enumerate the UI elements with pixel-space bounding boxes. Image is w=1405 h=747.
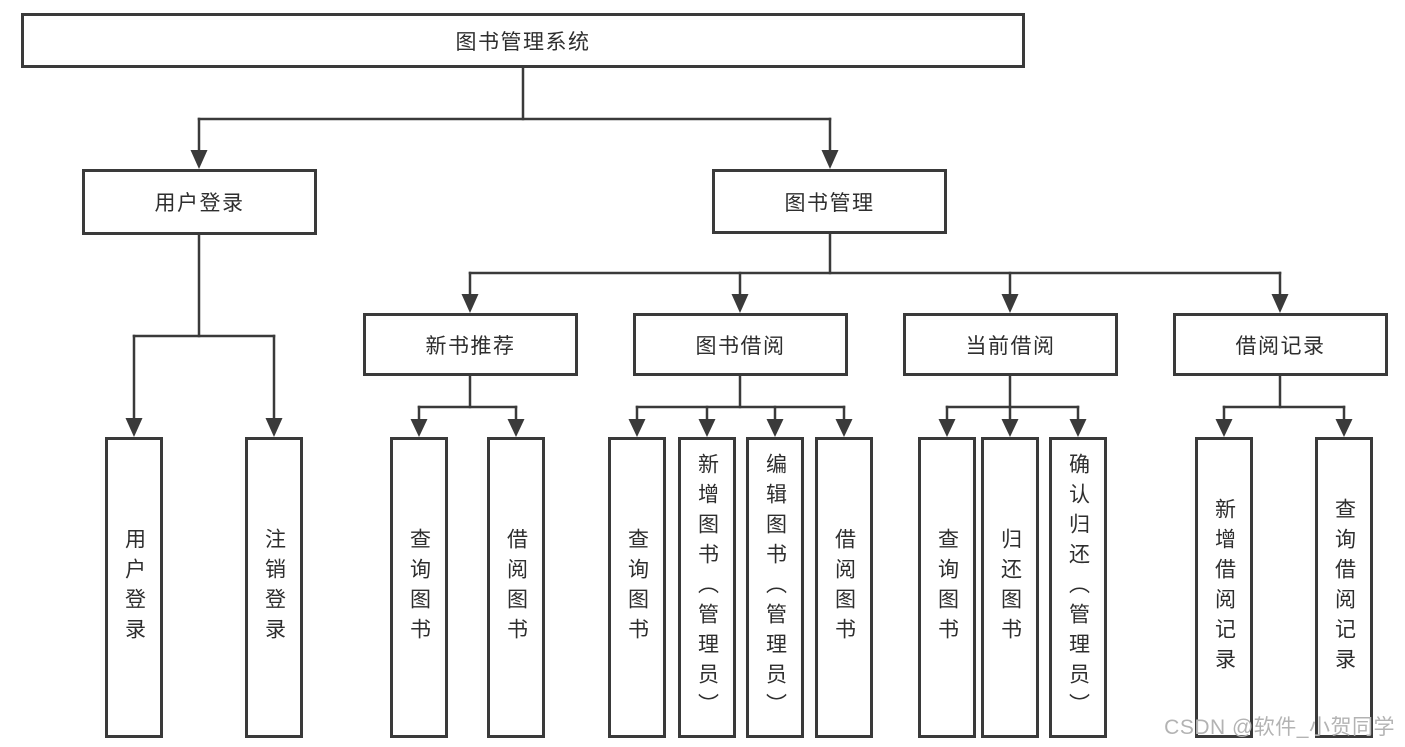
- connector-bookmgmt-to-level3: [461, 231, 1289, 313]
- node-borrow-records: 借阅记录: [1173, 313, 1388, 376]
- leaf-query-books-recommend: 查询图书: [390, 437, 448, 738]
- connector-bookborrow-to-leaves: [628, 373, 853, 437]
- leaf-borrow-books-recommend: 借阅图书: [487, 437, 545, 738]
- connector-records-to-leaves: [1215, 373, 1353, 437]
- leaf-query-books-recommend-label: 查询图书: [407, 527, 431, 648]
- leaf-borrow-books-recommend-label: 借阅图书: [504, 527, 528, 648]
- leaf-query-books-borrow: 查询图书: [608, 437, 666, 738]
- leaf-logout-label: 注销登录: [262, 527, 286, 648]
- csdn-watermark: CSDN @软件_小贺同学: [1164, 716, 1395, 739]
- connector-userlogin-to-leaves: [125, 231, 283, 437]
- leaf-confirm-return-admin-label: 确认归还（管理员）: [1066, 452, 1090, 723]
- leaf-edit-books-admin: 编辑图书（管理员）: [746, 437, 804, 738]
- node-new-book-recommend: 新书推荐: [363, 313, 578, 376]
- leaf-borrow-books-label: 借阅图书: [832, 527, 856, 648]
- leaf-query-borrow-record: 查询借阅记录: [1315, 437, 1373, 738]
- leaf-confirm-return-admin: 确认归还（管理员）: [1049, 437, 1107, 738]
- leaf-borrow-books: 借阅图书: [815, 437, 873, 738]
- leaf-add-borrow-record-label: 新增借阅记录: [1212, 497, 1236, 678]
- leaf-query-borrow-record-label: 查询借阅记录: [1332, 497, 1356, 678]
- leaf-edit-books-admin-label: 编辑图书（管理员）: [763, 452, 787, 723]
- leaf-return-books: 归还图书: [981, 437, 1039, 738]
- leaf-add-books-admin: 新增图书（管理员）: [678, 437, 736, 738]
- leaf-query-books-current-label: 查询图书: [935, 527, 959, 648]
- connector-root-to-level2: [190, 64, 839, 169]
- connector-currentborrow-to-leaves: [938, 373, 1087, 437]
- node-book-management: 图书管理: [712, 169, 947, 234]
- leaf-user-login: 用户登录: [105, 437, 163, 738]
- leaf-query-books-borrow-label: 查询图书: [625, 527, 649, 648]
- connector-newbook-to-leaves: [410, 373, 525, 437]
- leaf-query-books-current: 查询图书: [918, 437, 976, 738]
- leaf-user-login-label: 用户登录: [122, 527, 146, 648]
- leaf-add-borrow-record: 新增借阅记录: [1195, 437, 1253, 738]
- leaf-return-books-label: 归还图书: [998, 527, 1022, 648]
- node-user-login: 用户登录: [82, 169, 317, 235]
- node-book-borrow: 图书借阅: [633, 313, 848, 376]
- leaf-logout: 注销登录: [245, 437, 303, 738]
- root-node-book-management-system: 图书管理系统: [21, 13, 1025, 68]
- node-current-borrow: 当前借阅: [903, 313, 1118, 376]
- leaf-add-books-admin-label: 新增图书（管理员）: [695, 452, 719, 723]
